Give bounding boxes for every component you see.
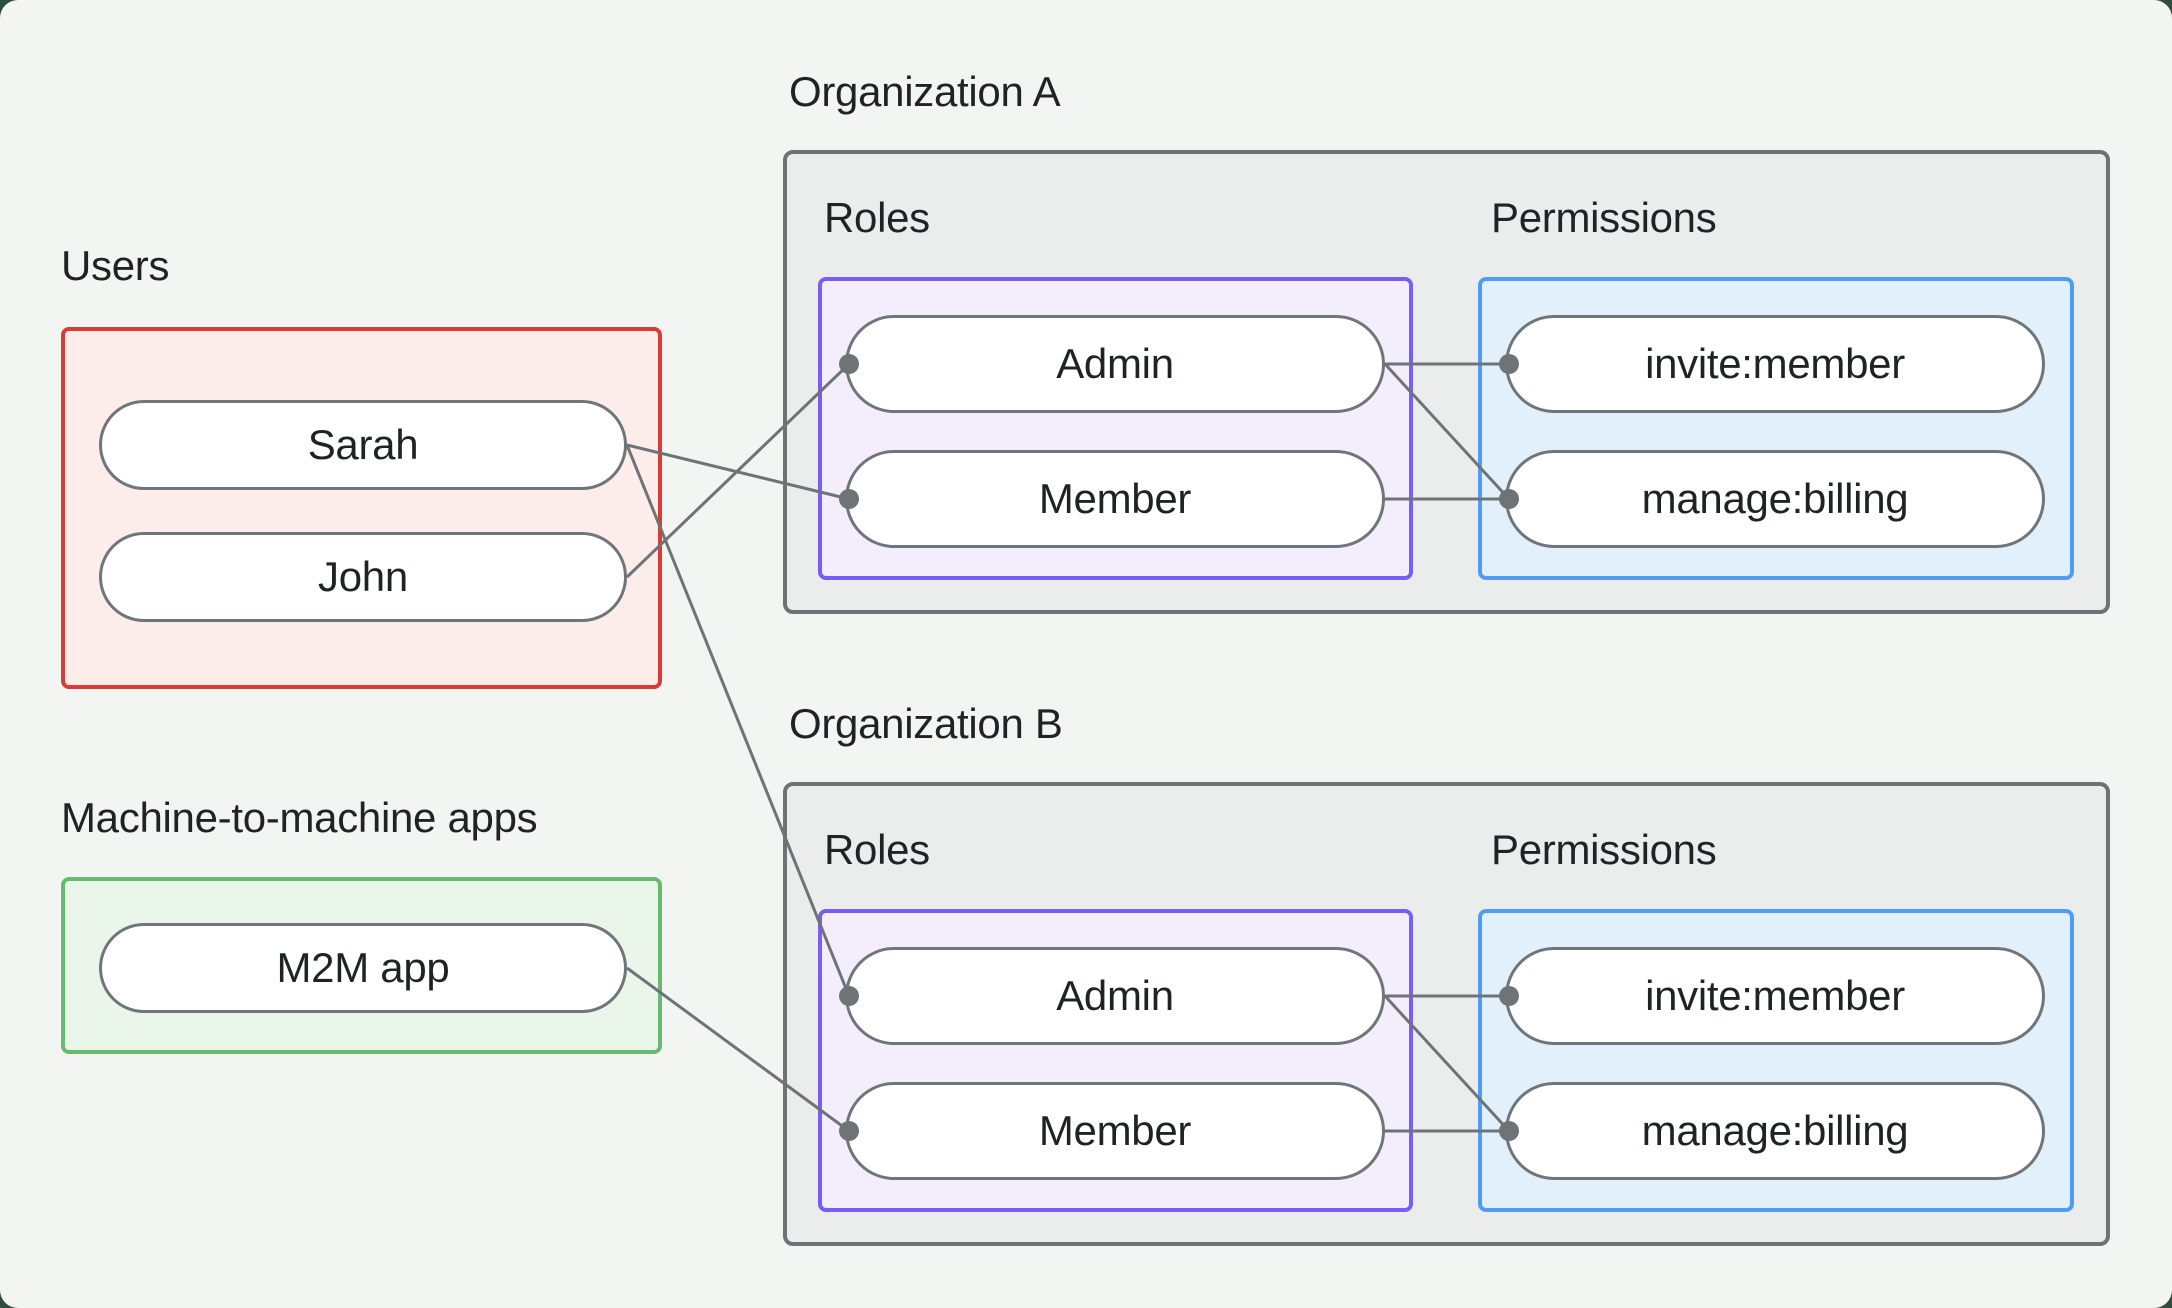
org-a-title: Organization A xyxy=(789,68,1061,115)
user-node-sarah: Sarah xyxy=(99,400,627,490)
org-a-roles-label: Roles xyxy=(824,194,930,241)
permission-label: manage:billing xyxy=(1641,1107,1909,1154)
user-node-label: John xyxy=(318,553,408,600)
org-b-permissions-label: Permissions xyxy=(1491,826,1717,873)
org-a-permission-invite-member: invite:member xyxy=(1505,315,2045,413)
org-a-role-member: Member xyxy=(845,450,1385,548)
org-a-permission-manage-billing: manage:billing xyxy=(1505,450,2045,548)
org-b-title: Organization B xyxy=(789,700,1063,747)
role-label: Admin xyxy=(1056,972,1174,1019)
role-label: Admin xyxy=(1056,340,1174,387)
org-b-roles-label: Roles xyxy=(824,826,930,873)
org-b-permission-invite-member: invite:member xyxy=(1505,947,2045,1045)
role-label: Member xyxy=(1038,1107,1192,1154)
permission-label: invite:member xyxy=(1645,340,1905,387)
org-b-role-member: Member xyxy=(845,1082,1385,1180)
permission-label: manage:billing xyxy=(1641,475,1909,522)
permission-label: invite:member xyxy=(1645,972,1905,1019)
org-a-permissions-label: Permissions xyxy=(1491,194,1717,241)
org-b-role-admin: Admin xyxy=(845,947,1385,1045)
users-group-box xyxy=(61,327,662,689)
m2m-app-label: M2M app xyxy=(276,944,450,991)
org-b-permission-manage-billing: manage:billing xyxy=(1505,1082,2045,1180)
role-label: Member xyxy=(1038,475,1192,522)
user-node-label: Sarah xyxy=(307,421,419,468)
m2m-app-node: M2M app xyxy=(99,923,627,1013)
user-node-john: John xyxy=(99,532,627,622)
m2m-group-label: Machine-to-machine apps xyxy=(61,794,538,841)
users-group-label: Users xyxy=(61,242,170,289)
org-a-role-admin: Admin xyxy=(845,315,1385,413)
